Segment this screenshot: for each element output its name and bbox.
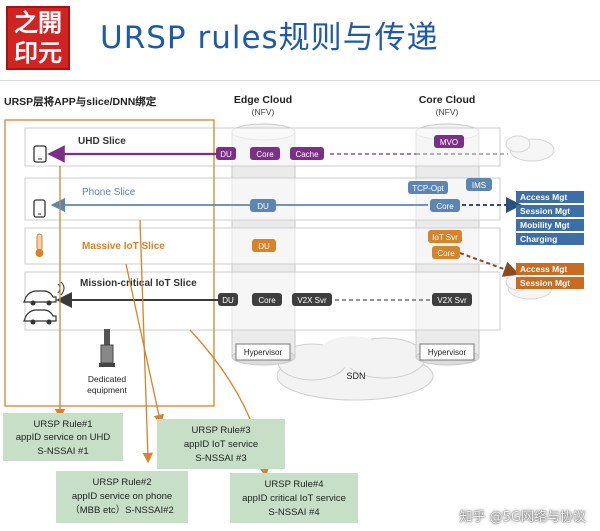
mission-slice-label: Mission-critical IoT Slice <box>80 278 197 289</box>
svg-text:Access Mgt: Access Mgt <box>520 264 567 274</box>
mobility-mgt-box: Mobility Mgt <box>516 219 584 231</box>
access-mgt-box-1: Access Mgt <box>516 191 584 203</box>
svg-text:S-NSSAI #4: S-NSSAI #4 <box>268 507 319 518</box>
svg-text:Hypervisor: Hypervisor <box>428 348 467 357</box>
dedicated-equipment-line2: equipment <box>87 385 127 395</box>
core-cloud-title: Core Cloud <box>419 94 476 106</box>
edge-cloud-sub: (NFV) <box>252 107 275 117</box>
svg-text:V2X Svr: V2X Svr <box>437 296 467 305</box>
svg-text:S-NSSAI #1: S-NSSAI #1 <box>37 446 88 457</box>
iot-to-mgmt-arrow <box>459 252 520 277</box>
logo-line-1: 之開 <box>14 9 62 37</box>
iot-du-box: DU <box>252 239 276 252</box>
dedicated-equipment-line1: Dedicated <box>88 374 127 384</box>
ursp-rule-1-box: URSP Rule#1 appID service on UHD S-NSSAI… <box>3 413 123 461</box>
svg-text:URSP Rule#3: URSP Rule#3 <box>192 425 251 436</box>
svg-text:Core: Core <box>437 249 455 258</box>
rule3-connector <box>125 263 164 426</box>
svg-text:MVO: MVO <box>440 138 458 147</box>
ursp-diagram: URSP层将APP与slice/DNN绑定 Edge Cloud (NFV) C… <box>3 94 584 523</box>
uhd-du-box: DU <box>216 147 236 160</box>
svg-text:URSP Rule#1: URSP Rule#1 <box>34 419 93 430</box>
core-cloud-sub: (NFV) <box>436 107 459 117</box>
ursp-rule-2-box: URSP Rule#2 appID service on phone （MBB … <box>56 471 188 523</box>
dedicated-equipment-icon <box>99 329 115 367</box>
svg-text:appID IoT service: appID IoT service <box>184 439 258 450</box>
svg-text:IMS: IMS <box>472 181 486 190</box>
ims-box: IMS <box>466 178 492 191</box>
header-divider <box>0 80 600 81</box>
access-mgt-box-2: Access Mgt <box>516 263 584 275</box>
sdn-cloud: SDN <box>276 336 434 401</box>
edge-hypervisor-box: Hypervisor <box>235 343 291 361</box>
svg-text:DU: DU <box>258 242 270 251</box>
header-note: URSP层将APP与slice/DNN绑定 <box>4 95 157 108</box>
phone-slice-label: Phone Slice <box>82 187 136 198</box>
svg-text:appID critical IoT service: appID critical IoT service <box>242 493 346 504</box>
page-title: URSP rules规则与传递 <box>100 20 439 56</box>
uhd-core-box: Core <box>250 147 280 160</box>
svg-text:DU: DU <box>257 202 269 211</box>
svg-text:S-NSSAI #3: S-NSSAI #3 <box>195 453 246 464</box>
core-hypervisor-box: Hypervisor <box>419 343 475 361</box>
charging-box: Charging <box>516 233 584 245</box>
sdn-label: SDN <box>346 371 365 381</box>
uhd-cache-box: Cache <box>290 147 324 160</box>
uhd-slice-label: UHD Slice <box>78 136 126 147</box>
svg-text:V2X Svr: V2X Svr <box>297 296 327 305</box>
svg-text:DU: DU <box>222 296 234 305</box>
svg-text:URSP Rule#4: URSP Rule#4 <box>265 479 324 490</box>
svg-text:URSP Rule#2: URSP Rule#2 <box>93 477 152 488</box>
tablet-icon <box>33 145 47 163</box>
svg-text:appID service on UHD: appID service on UHD <box>16 432 111 443</box>
svg-text:Access Mgt: Access Mgt <box>520 192 567 202</box>
svg-text:Session Mgt: Session Mgt <box>520 278 570 288</box>
phone-icon <box>33 199 46 218</box>
svg-text:Core: Core <box>256 150 274 159</box>
logo-line-2: 印元 <box>14 39 62 67</box>
phone-du-box: DU <box>250 199 276 212</box>
phone-core-box: Core <box>430 199 460 212</box>
watermark: 知乎 @5G网络与协议 <box>459 510 586 525</box>
svg-text:IoT Svr: IoT Svr <box>432 233 458 242</box>
iot-svr-box: IoT Svr <box>428 230 462 243</box>
svg-text:Core: Core <box>258 296 276 305</box>
core-v2x-box: V2X Svr <box>432 293 472 306</box>
rule2-connector <box>139 219 154 464</box>
edge-v2x-box: V2X Svr <box>292 293 332 306</box>
svg-text:DU: DU <box>220 150 232 159</box>
ursp-rule-3-box: URSP Rule#3 appID IoT service S-NSSAI #3 <box>157 419 285 469</box>
svg-text:Charging: Charging <box>520 234 557 244</box>
mission-du-box: DU <box>218 293 238 306</box>
thermometer-icon <box>35 233 44 257</box>
iot-slice-label: Massive IoT Slice <box>82 241 165 252</box>
brand-logo: 之開 印元 <box>6 6 70 70</box>
svg-text:Hypervisor: Hypervisor <box>244 348 283 357</box>
tcp-opt-box: TCP-Opt <box>408 181 448 194</box>
svg-text:Mobility Mgt: Mobility Mgt <box>520 220 570 230</box>
svg-text:TCP-Opt: TCP-Opt <box>412 184 444 193</box>
svg-text:Cache: Cache <box>295 150 319 159</box>
svg-text:Session Mgt: Session Mgt <box>520 206 570 216</box>
external-cloud-top <box>505 135 555 162</box>
mission-core-box: Core <box>252 293 282 306</box>
mvo-box: MVO <box>434 135 464 148</box>
ursp-rule-4-box: URSP Rule#4 appID critical IoT service S… <box>230 473 358 523</box>
svg-text:appID service on phone: appID service on phone <box>72 491 172 502</box>
svg-text:（MBB etc）S-NSSAI#2: （MBB etc）S-NSSAI#2 <box>70 504 173 516</box>
svg-text:Core: Core <box>436 202 454 211</box>
ursp-scope-frame <box>4 119 215 407</box>
edge-cloud-title: Edge Cloud <box>234 94 292 106</box>
iot-core-box: Core <box>432 246 460 259</box>
session-mgt-box-1: Session Mgt <box>516 205 584 217</box>
session-mgt-box-2: Session Mgt <box>516 277 584 289</box>
